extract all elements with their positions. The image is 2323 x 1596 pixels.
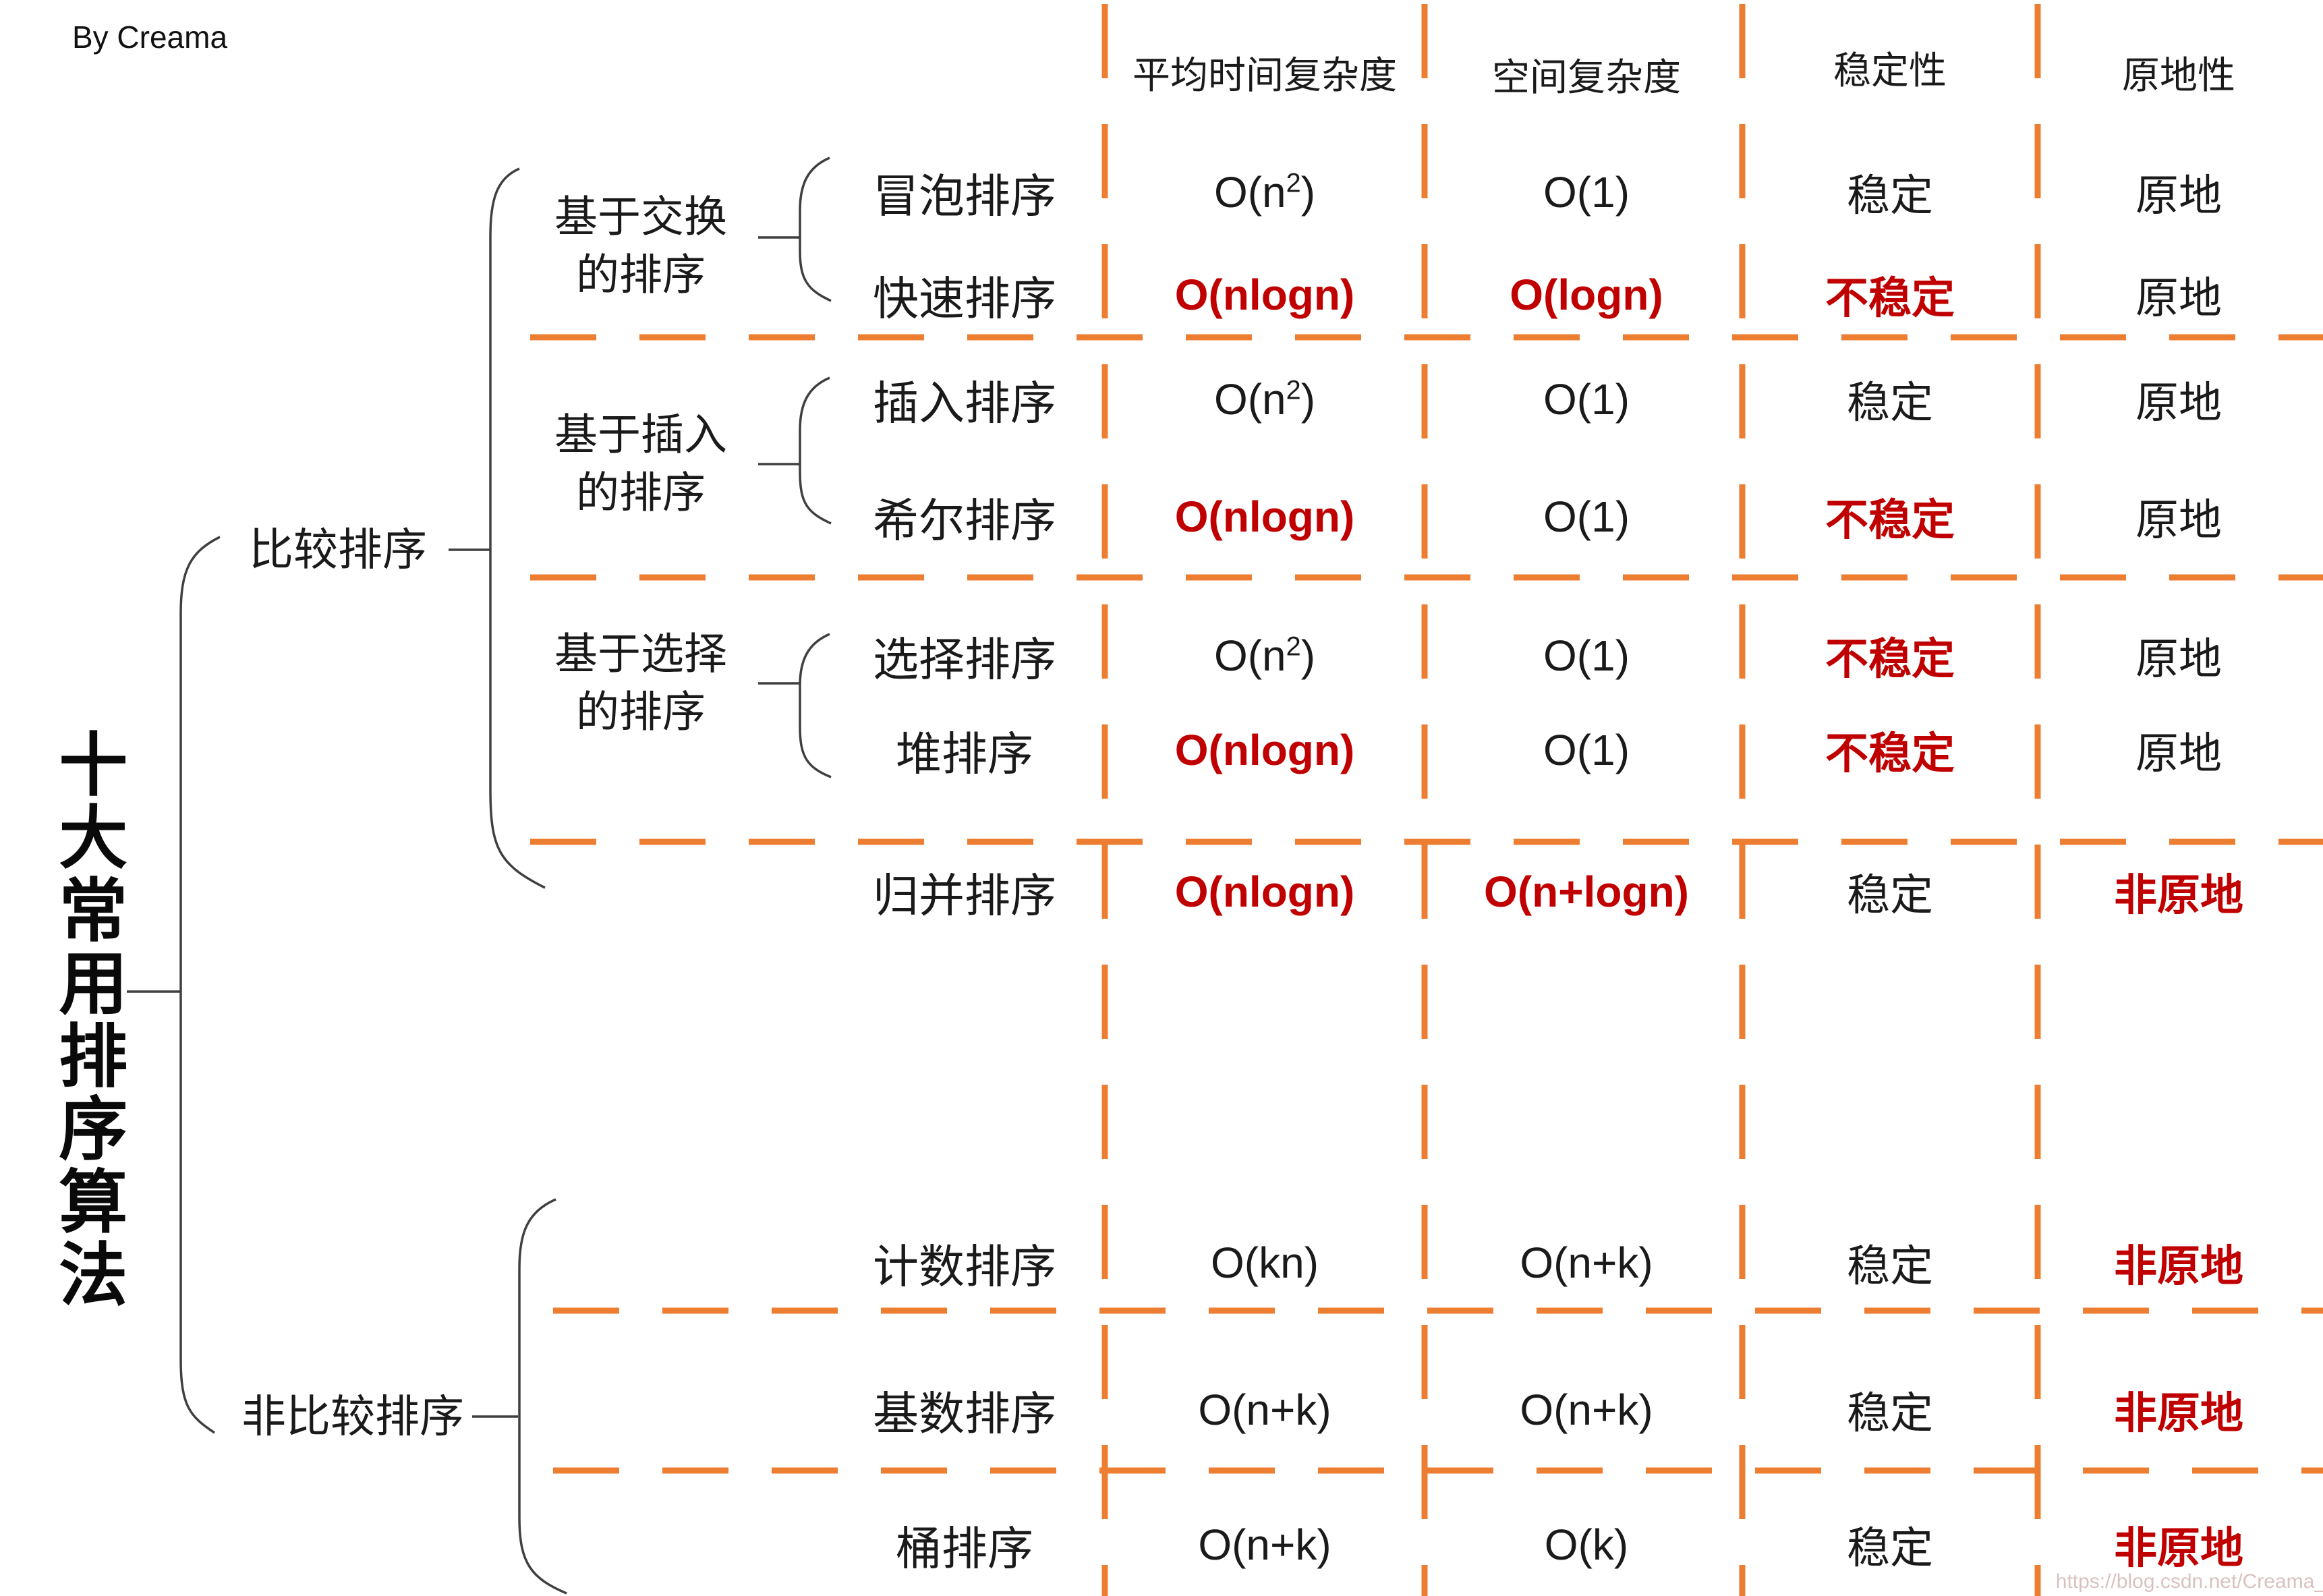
algorithm-name: 归并排序 — [872, 870, 1057, 922]
time-complexity-cell: O(kn) — [1211, 1238, 1319, 1287]
time-complexity-cell: O(nlogn) — [1174, 726, 1355, 774]
stability-cell: 不稳定 — [1825, 274, 1955, 322]
row-separator-lines — [530, 334, 2323, 1474]
column-header-in-place: 原地性 — [2122, 54, 2235, 97]
algorithm-name: 桶排序 — [895, 1523, 1034, 1575]
space-complexity-cell: O(n+k) — [1520, 1238, 1653, 1287]
branch-comparison: 比较排序 — [249, 524, 427, 575]
algorithm-name: 基数排序 — [872, 1388, 1057, 1440]
in-place-cell: 原地 — [2135, 378, 2222, 427]
time-complexity-cell: O(n2) — [1213, 168, 1316, 217]
stability-cell: 稳定 — [1847, 1524, 1933, 1572]
in-place-cell: 非原地 — [2114, 1389, 2243, 1437]
in-place-cell: 原地 — [2135, 274, 2222, 322]
selection-group-brace — [799, 633, 832, 778]
time-complexity-cell: O(n+k) — [1198, 1386, 1331, 1434]
stability-cell: 不稳定 — [1825, 635, 1955, 683]
in-place-cell: 非原地 — [2114, 1242, 2243, 1290]
insertion-group-brace — [799, 376, 832, 525]
algorithm-name: 快速排序 — [872, 273, 1057, 325]
algorithm-name: 堆排序 — [895, 729, 1034, 780]
in-place-cell: 原地 — [2135, 171, 2222, 220]
time-complexity-cell: O(n2) — [1213, 631, 1316, 680]
stability-cell: 不稳定 — [1825, 496, 1955, 544]
stability-cell: 稳定 — [1847, 1389, 1933, 1437]
space-complexity-cell: O(1) — [1543, 726, 1630, 774]
column-header-space: 空间复杂度 — [1492, 56, 1681, 99]
stability-cell: 稳定 — [1847, 1242, 1933, 1290]
byline: By Creama — [71, 19, 228, 55]
space-complexity-cell: O(k) — [1544, 1520, 1629, 1569]
exchange-group-brace — [799, 156, 832, 302]
algorithm-name: 插入排序 — [872, 378, 1057, 430]
time-complexity-cell: O(nlogn) — [1174, 867, 1355, 916]
space-complexity-cell: O(logn) — [1510, 270, 1663, 319]
algorithm-name: 希尔排序 — [872, 495, 1057, 547]
in-place-cell: 非原地 — [2114, 871, 2243, 919]
space-complexity-cell: O(n+logn) — [1484, 867, 1689, 916]
in-place-cell: 原地 — [2135, 496, 2222, 544]
in-place-cell: 非原地 — [2114, 1524, 2243, 1572]
column-divider-lines — [1101, 4, 2041, 1596]
time-complexity-cell: O(nlogn) — [1174, 270, 1355, 319]
stability-cell: 不稳定 — [1825, 729, 1955, 778]
time-complexity-cell: O(nlogn) — [1174, 492, 1355, 541]
watermark: https://blog.csdn.net/Creama_ — [2055, 1570, 2323, 1593]
space-complexity-cell: O(n+k) — [1520, 1386, 1653, 1434]
space-complexity-cell: O(1) — [1543, 168, 1630, 217]
in-place-cell: 原地 — [2135, 635, 2222, 683]
group-selection-based: 基于选择 的排序 — [554, 629, 727, 737]
column-header-stability: 稳定性 — [1833, 49, 1947, 92]
space-complexity-cell: O(1) — [1543, 492, 1630, 541]
branch-non-comparison: 非比较排序 — [241, 1391, 464, 1442]
algorithm-name: 选择排序 — [872, 634, 1057, 686]
root-brace — [179, 536, 221, 1434]
algorithm-name: 计数排序 — [872, 1241, 1057, 1293]
space-complexity-cell: O(1) — [1543, 631, 1630, 680]
time-complexity-cell: O(n2) — [1213, 375, 1316, 424]
stability-cell: 稳定 — [1847, 378, 1933, 427]
root-title: 十大常用排序算法 — [49, 729, 126, 1311]
space-complexity-cell: O(1) — [1543, 375, 1630, 424]
non-comparison-brace — [518, 1198, 567, 1595]
column-header-avg-time: 平均时间复杂度 — [1132, 54, 1397, 97]
group-insertion-based: 基于插入 的排序 — [554, 410, 727, 517]
stability-cell: 稳定 — [1847, 871, 1933, 919]
tree-brace-lines — [127, 156, 832, 1595]
stability-cell: 稳定 — [1847, 171, 1933, 220]
group-exchange-based: 基于交换 的排序 — [554, 192, 727, 300]
time-complexity-cell: O(n+k) — [1198, 1520, 1331, 1569]
in-place-cell: 原地 — [2135, 729, 2222, 778]
algorithm-name: 冒泡排序 — [872, 171, 1057, 223]
comparison-brace — [489, 167, 546, 889]
